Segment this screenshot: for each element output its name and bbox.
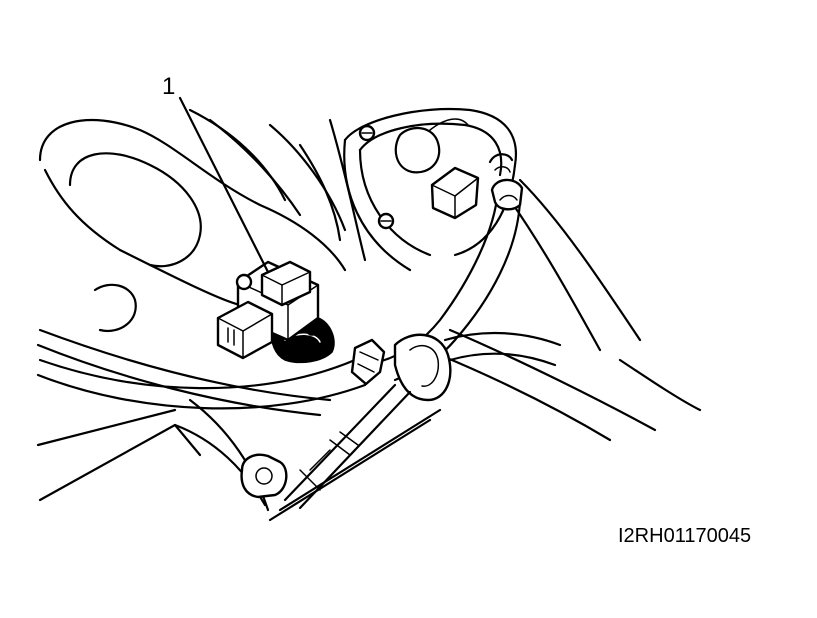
- body-panel: [36, 108, 702, 522]
- fuel-hose: [36, 178, 562, 510]
- callout-1: 1: [162, 73, 175, 100]
- tank-unit: [343, 107, 517, 272]
- sensor-part-1: [216, 260, 335, 364]
- drawing-code: I2RH01170045: [618, 525, 751, 547]
- leader-line-1: [178, 96, 270, 274]
- mounting-tab: [240, 453, 288, 499]
